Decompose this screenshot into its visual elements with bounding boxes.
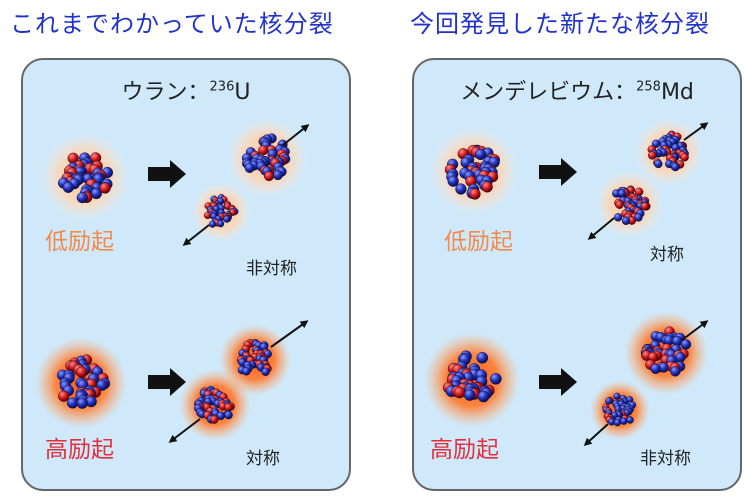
direction-arrow-icon — [282, 124, 310, 146]
high-excitation-label: 高励起 — [45, 437, 114, 463]
low-excitation-label: 低励起 — [45, 229, 114, 255]
panel-title: メンデレビウム：258Md — [414, 74, 740, 106]
fission-result-label: 非対称 — [246, 259, 297, 279]
nucleus-icon — [590, 380, 650, 440]
element-symbol: 258Md — [636, 79, 694, 105]
row-low-excitation — [41, 118, 310, 246]
right-heading: 今回発見した新たな核分裂 — [410, 10, 710, 38]
nucleus-icon — [595, 170, 663, 238]
left-heading: これまでわかっていた核分裂 — [10, 10, 334, 38]
mendelevium-panel: メンデレビウム：258Md 低励起 対称 高励起 非対称 — [412, 58, 742, 491]
nucleus-icon — [635, 118, 703, 186]
right-arrow-icon — [539, 368, 577, 396]
nucleus-icon — [624, 311, 708, 395]
nucleus-icon — [35, 337, 127, 429]
direction-arrow-icon — [681, 320, 709, 341]
nucleus-icon — [430, 127, 518, 215]
uranium-panel: ウラン：236U 低励起 非対称 高励起 対称 — [21, 58, 351, 491]
element-symbol: 236U — [209, 79, 251, 105]
nucleus-icon — [219, 324, 291, 396]
fission-result-label: 非対称 — [640, 449, 691, 469]
nucleus-icon — [179, 369, 251, 441]
nucleus-icon — [227, 118, 307, 198]
right-panel-art — [424, 118, 709, 447]
direction-arrow-icon — [168, 418, 201, 443]
nucleus-icon — [41, 133, 129, 221]
row-high-excitation — [424, 311, 709, 447]
left-panel-art — [35, 118, 310, 443]
right-arrow-icon — [539, 158, 577, 186]
nucleus-icon — [424, 332, 520, 428]
direction-arrow-icon — [683, 122, 709, 141]
right-arrow-icon — [148, 160, 186, 188]
direction-arrow-icon — [583, 423, 609, 447]
right-arrow-icon — [148, 368, 186, 396]
row-low-excitation — [430, 118, 709, 240]
row-high-excitation — [35, 320, 309, 443]
direction-arrow-icon — [182, 224, 210, 246]
high-excitation-label: 高励起 — [430, 437, 499, 463]
fission-result-label: 対称 — [650, 245, 684, 265]
direction-arrow-icon — [270, 320, 309, 348]
fission-result-label: 対称 — [246, 449, 280, 469]
panel-title: ウラン：236U — [23, 74, 349, 106]
element-name: メンデレビウム： — [460, 80, 637, 105]
direction-arrow-icon — [587, 217, 615, 240]
low-excitation-label: 低励起 — [444, 229, 513, 255]
element-name: ウラン： — [121, 80, 210, 105]
